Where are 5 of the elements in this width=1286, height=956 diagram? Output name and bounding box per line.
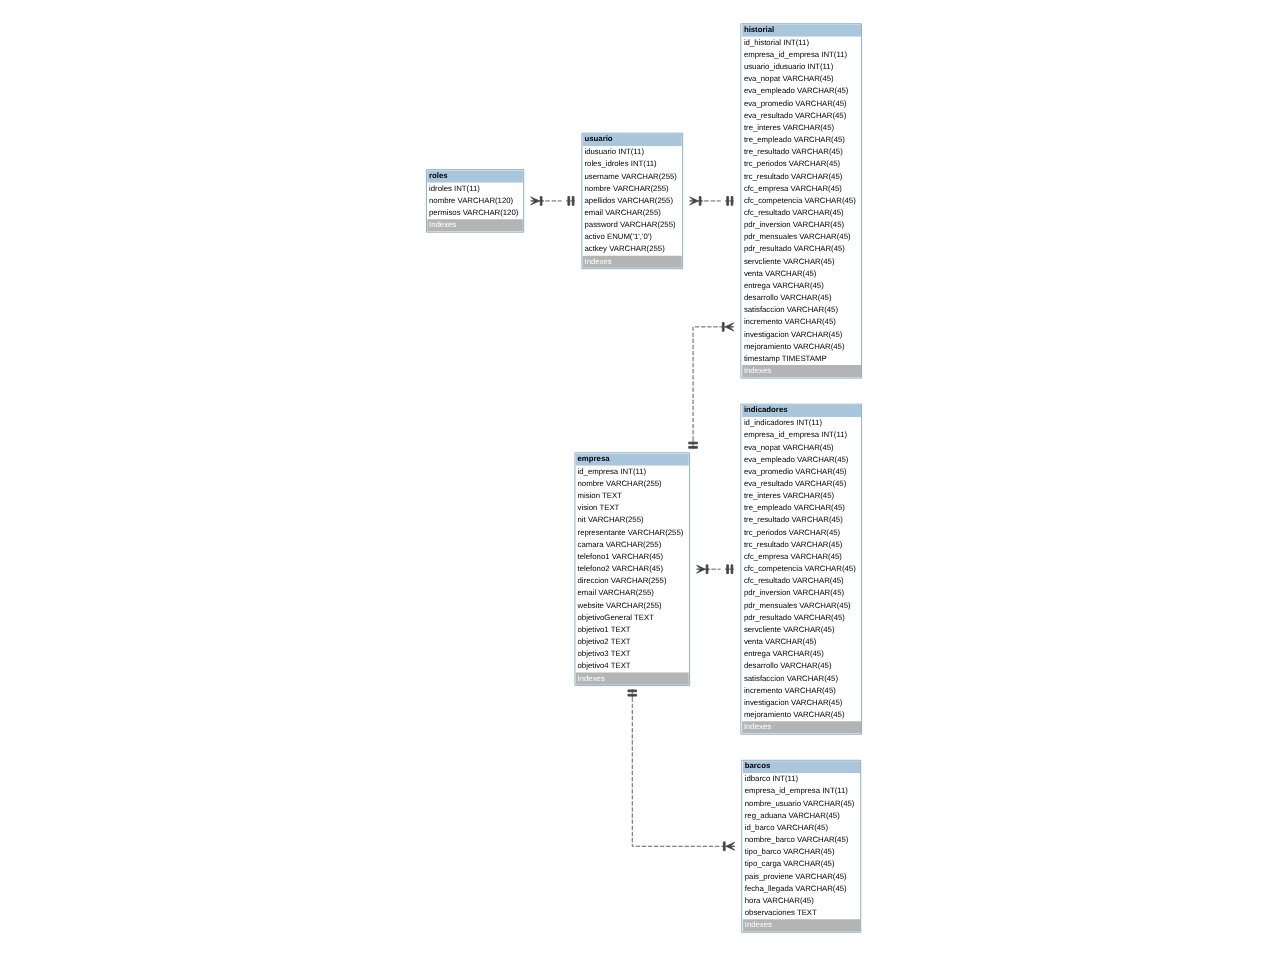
connector [695, 564, 734, 574]
connector [626, 688, 735, 852]
connector [688, 196, 734, 206]
connector [529, 196, 575, 206]
connector [687, 322, 734, 450]
